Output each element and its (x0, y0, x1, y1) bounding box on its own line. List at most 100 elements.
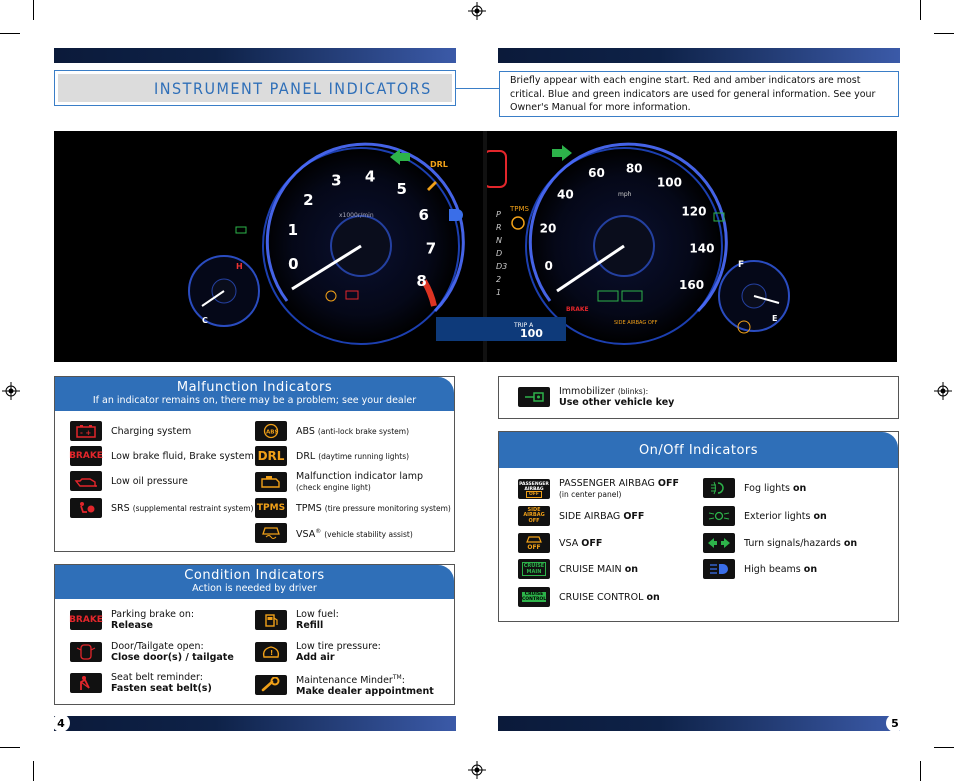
brake-icon-text: BRAKE (69, 451, 103, 461)
indicator-label: Low tire pressure: (296, 641, 381, 652)
indicator-item: Exterior lights on (703, 506, 827, 526)
condition-subtitle: Action is needed by driver (192, 583, 317, 594)
high-beam-dash-icon (449, 209, 463, 221)
cruise-main-icon: CRUISE MAIN (518, 559, 550, 579)
gauge-number: 120 (681, 205, 706, 219)
gear-indicator: R (496, 223, 502, 232)
indicator-label: Seat belt reminder: (111, 672, 203, 683)
immobilizer-panel: Immobilizer (blinks): Use other vehicle … (498, 376, 899, 419)
indicator-item: Maintenance MinderTM:Make dealer appoint… (255, 672, 434, 697)
crop-mark (33, 761, 34, 781)
gauge-number: 3 (331, 171, 341, 189)
exterior-lights-icon (703, 506, 735, 526)
indicator-action: Fasten seat belt(s) (111, 683, 212, 694)
onoff-title: On/Off Indicators (638, 442, 759, 458)
turn-signal-icon (703, 533, 735, 553)
indicator-label: DRL (296, 450, 316, 462)
odometer-value: 100 (520, 327, 543, 340)
gauge-number: 140 (689, 242, 714, 256)
cruise-control-icon: CRUISE CONTROL (518, 587, 550, 607)
indicator-action: Refill (296, 620, 324, 631)
side-airbag-icon-text: SIDE AIRBAG OFF (523, 506, 545, 524)
indicator-label: CRUISE MAIN (559, 563, 622, 575)
indicator-label: VSA (559, 537, 579, 549)
indicator-note: (daytime running lights) (318, 451, 410, 461)
registration-mark-icon (468, 761, 486, 779)
abs-dash-icon (737, 320, 751, 334)
indicator-note: (tire pressure monitoring system) (324, 503, 451, 513)
indicator-label: Low fuel: (296, 609, 339, 620)
indicator-label: VSA (296, 529, 316, 541)
tire-pressure-icon: ! (255, 642, 287, 662)
indicator-label: Exterior lights (744, 510, 811, 522)
battery-dash-icon (345, 290, 359, 300)
brake-icon-text: BRAKE (69, 615, 103, 625)
condition-panel: Condition Indicators Action is needed by… (54, 564, 455, 705)
gear-indicator: 1 (496, 288, 501, 297)
abs-icon: ABS (255, 421, 287, 441)
indicator-label: Malfunction indicator lamp (296, 471, 424, 482)
gear-indicator: N (496, 236, 502, 245)
engine-icon (255, 472, 287, 492)
tach-unit-label: x1000r/min (339, 212, 374, 219)
indicator-label: Fog lights (744, 482, 790, 494)
cruise-control-dash-icon (621, 290, 643, 302)
intro-text: Briefly appear with each engine start. R… (499, 71, 899, 117)
registration-mark-icon (934, 382, 952, 400)
svg-text:- +: - + (80, 429, 91, 437)
gauge-number: 60 (588, 166, 605, 180)
indicator-state: on (646, 591, 660, 603)
oil-can-icon (70, 471, 102, 491)
fog-light-icon (703, 478, 735, 498)
speed-needle (556, 244, 625, 293)
cruise-control-icon-text: CRUISE CONTROL (522, 592, 547, 602)
gear-indicator: D3 (496, 262, 507, 271)
gauge-number: 20 (540, 221, 557, 235)
immobilizer-note: (blinks): (617, 387, 649, 396)
indicator-state: on (813, 510, 827, 522)
indicator-note: (check engine light) (296, 483, 371, 492)
tachometer (262, 142, 465, 345)
connector-line (456, 88, 499, 89)
indicator-label: High beams (744, 563, 801, 575)
speedometer (525, 142, 728, 345)
wrench-dash-icon (427, 181, 437, 191)
indicator-state: OFF (657, 478, 679, 489)
gauge-number: 80 (626, 162, 643, 176)
condition-header: Condition Indicators Action is needed by… (55, 565, 454, 599)
crop-mark (920, 761, 921, 781)
indicator-action: Release (111, 620, 153, 631)
door-open-dash-icon (483, 150, 507, 188)
indicator-sup: ® (315, 527, 322, 535)
indicator-action: Add air (296, 652, 335, 663)
indicator-action: Make dealer appointment (296, 686, 434, 698)
temp-cold-label: C (202, 316, 208, 325)
indicator-state: OFF (581, 537, 603, 549)
indicator-state: on (803, 563, 818, 575)
door-open-icon (70, 642, 102, 662)
high-beam-icon (703, 559, 735, 579)
svg-text:!: ! (270, 649, 273, 657)
header-bar-right (498, 48, 900, 63)
tpms-icon-text: TPMS (256, 503, 286, 513)
gear-indicator: D (496, 249, 502, 258)
malfunction-title: Malfunction Indicators (176, 380, 333, 395)
crop-mark (920, 0, 921, 20)
indicator-item: Fog lights on (703, 478, 806, 498)
side-airbag-dash-label: SIDE AIRBAG OFF (614, 320, 658, 326)
tpms-icon: TPMS (255, 498, 287, 518)
gauge-number: 0 (544, 259, 552, 273)
indicator-item: High beams on (703, 559, 817, 579)
indicator-action: Close door(s) / tailgate (111, 652, 234, 663)
fuel-empty-label: E (772, 314, 777, 323)
gear-indicator: 2 (496, 275, 501, 284)
indicator-item: Turn signals/hazards on (703, 533, 857, 553)
